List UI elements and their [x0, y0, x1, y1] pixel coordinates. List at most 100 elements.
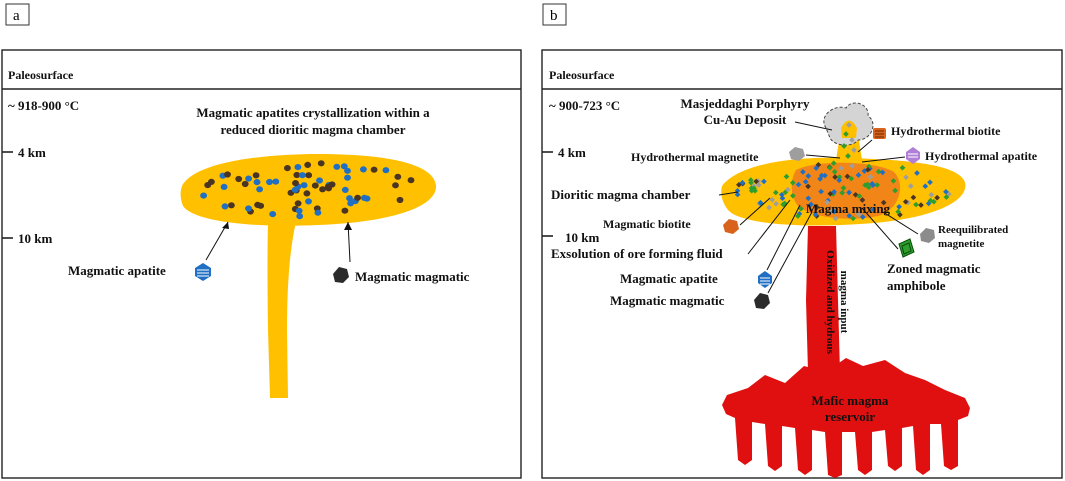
panel-a-paleosurface: Paleosurface	[8, 68, 74, 82]
panel-b-zoned-leader	[861, 207, 899, 250]
crystal-dot	[892, 187, 898, 194]
crystal-dot	[766, 204, 772, 211]
crystal-dot	[241, 180, 249, 188]
crystal-dot	[228, 202, 235, 209]
crystal-dot	[294, 164, 302, 171]
crystal-dot	[832, 174, 838, 180]
crystal-dot	[899, 164, 906, 171]
crystal-dot	[907, 183, 914, 189]
crystal-dot	[407, 177, 415, 184]
crystal-dot	[254, 201, 261, 208]
crystal-dot	[200, 192, 208, 199]
panel-b-paleosurface: Paleosurface	[549, 68, 615, 82]
panel-b-reequil-line1: Reequilibrated	[938, 224, 1008, 236]
crystal-dot	[761, 178, 767, 185]
crystal-dot	[235, 175, 243, 183]
crystal-dot	[311, 182, 319, 189]
crystal-dot	[300, 182, 308, 189]
crystal-dot	[844, 173, 851, 180]
crystal-dot	[839, 189, 846, 196]
crystal-dot	[340, 163, 348, 170]
crystal-dot	[360, 166, 367, 173]
panel-b-exsolution: Exsolution of ore forming fluid	[551, 246, 723, 261]
crystal-dot	[943, 188, 949, 195]
crystal-dot	[805, 195, 812, 202]
crystal-dot	[344, 174, 351, 181]
crystal-dot	[748, 187, 755, 194]
crystal-dot	[346, 195, 353, 202]
panel-b-mag-magmatic-leader	[767, 211, 813, 294]
crystal-dot	[220, 183, 228, 190]
panel-b-zoned-line2: amphibole	[887, 278, 946, 293]
crystal-dot	[795, 181, 802, 188]
crystal-dot	[293, 171, 301, 179]
panel-b-input-line2: magma input	[838, 271, 850, 334]
crystal-dot	[256, 186, 263, 193]
panel-a-label-apatite: Magmatic apatite	[68, 263, 166, 278]
crystal-dot	[855, 211, 862, 218]
crystal-dot	[850, 215, 856, 222]
crystal-dot	[294, 200, 302, 207]
panel-b-mixing: Magma mixing	[806, 201, 891, 216]
crystal-dot	[895, 208, 902, 215]
crystal-dot	[314, 209, 322, 216]
crystal-dot	[753, 178, 760, 185]
crystal-dot	[870, 206, 877, 213]
panel-b-chamber: Dioritic magma chamber	[551, 187, 691, 202]
crystal-dot	[370, 166, 378, 173]
crystal-dot	[392, 182, 399, 189]
crystal-dot	[802, 178, 809, 185]
crystal-dot	[903, 174, 909, 181]
panel-b-zoned-line1: Zoned magmatic	[887, 261, 981, 276]
crystal-dot	[836, 174, 843, 180]
crystal-dot	[245, 175, 253, 182]
crystal-dot	[778, 191, 785, 198]
crystal-dot	[896, 203, 902, 210]
panel-a-depth-10: 10 km	[18, 231, 52, 246]
crystal-dot	[859, 197, 866, 203]
panel-b-mag-apatite: Magmatic apatite	[620, 271, 718, 286]
crystal-dot	[272, 178, 280, 185]
panel-a-title-line1: Magmatic apatites crystallization within…	[196, 105, 430, 120]
panel-b-deposit-line1: Masjeddaghi Porphyry	[681, 96, 810, 111]
panel-b-mag-apatite-leader	[766, 204, 801, 271]
crystal-dot	[818, 188, 824, 195]
magmatic-apatite-icon	[758, 271, 772, 288]
crystal-dot	[396, 196, 404, 204]
crystal-dot	[849, 137, 855, 143]
crystal-dot	[849, 163, 855, 169]
crystal-dot	[922, 183, 929, 190]
panel-b-feeder-dyke	[806, 226, 840, 372]
crystal-dot	[880, 199, 887, 206]
panel-b-hydro-biotite: Hydrothermal biotite	[891, 124, 1001, 138]
panel-a-tag-box	[5, 3, 30, 26]
crystal-dot	[813, 165, 820, 171]
crystal-dot	[295, 207, 303, 214]
panel-a-title-line2: reduced dioritic magma chamber	[221, 122, 406, 137]
panel-b-crystals	[734, 122, 952, 222]
panel-b-mag-biotite: Magmatic biotite	[603, 217, 691, 231]
crystal-dot	[822, 172, 828, 179]
crystal-dot	[208, 178, 215, 185]
panel-b: b Paleosurface ~ 900-723 °C 4 km 10 km O…	[541, 3, 1063, 479]
panel-b-reservoir-line1: Mafic magma	[812, 393, 889, 408]
panel-b-hydro-apatite: Hydrothermal apatite	[925, 149, 1038, 163]
panel-b-mag-magmatic: Magmatic magmatic	[610, 293, 725, 308]
hexagon-apatite-icon	[195, 263, 211, 281]
panel-b-frame	[541, 49, 1063, 479]
panel-b-deposit-line2: Cu-Au Deposit	[704, 112, 787, 127]
crystal-dot	[918, 202, 924, 208]
crystal-dot	[812, 211, 819, 218]
panel-b-depth-10: 10 km	[565, 230, 599, 245]
crystal-dot	[814, 204, 820, 211]
crystal-dot	[859, 214, 866, 220]
crystal-dot	[879, 169, 886, 176]
crystal-dot	[296, 213, 304, 220]
crystal-dot	[902, 198, 909, 205]
crystal-dot	[928, 191, 935, 198]
magnetite-grain-icon	[333, 267, 349, 283]
crystal-dot	[319, 186, 326, 193]
crystal-dot	[875, 168, 882, 175]
panel-b-exsolution-leader	[747, 199, 791, 255]
crystal-dot	[316, 177, 323, 184]
